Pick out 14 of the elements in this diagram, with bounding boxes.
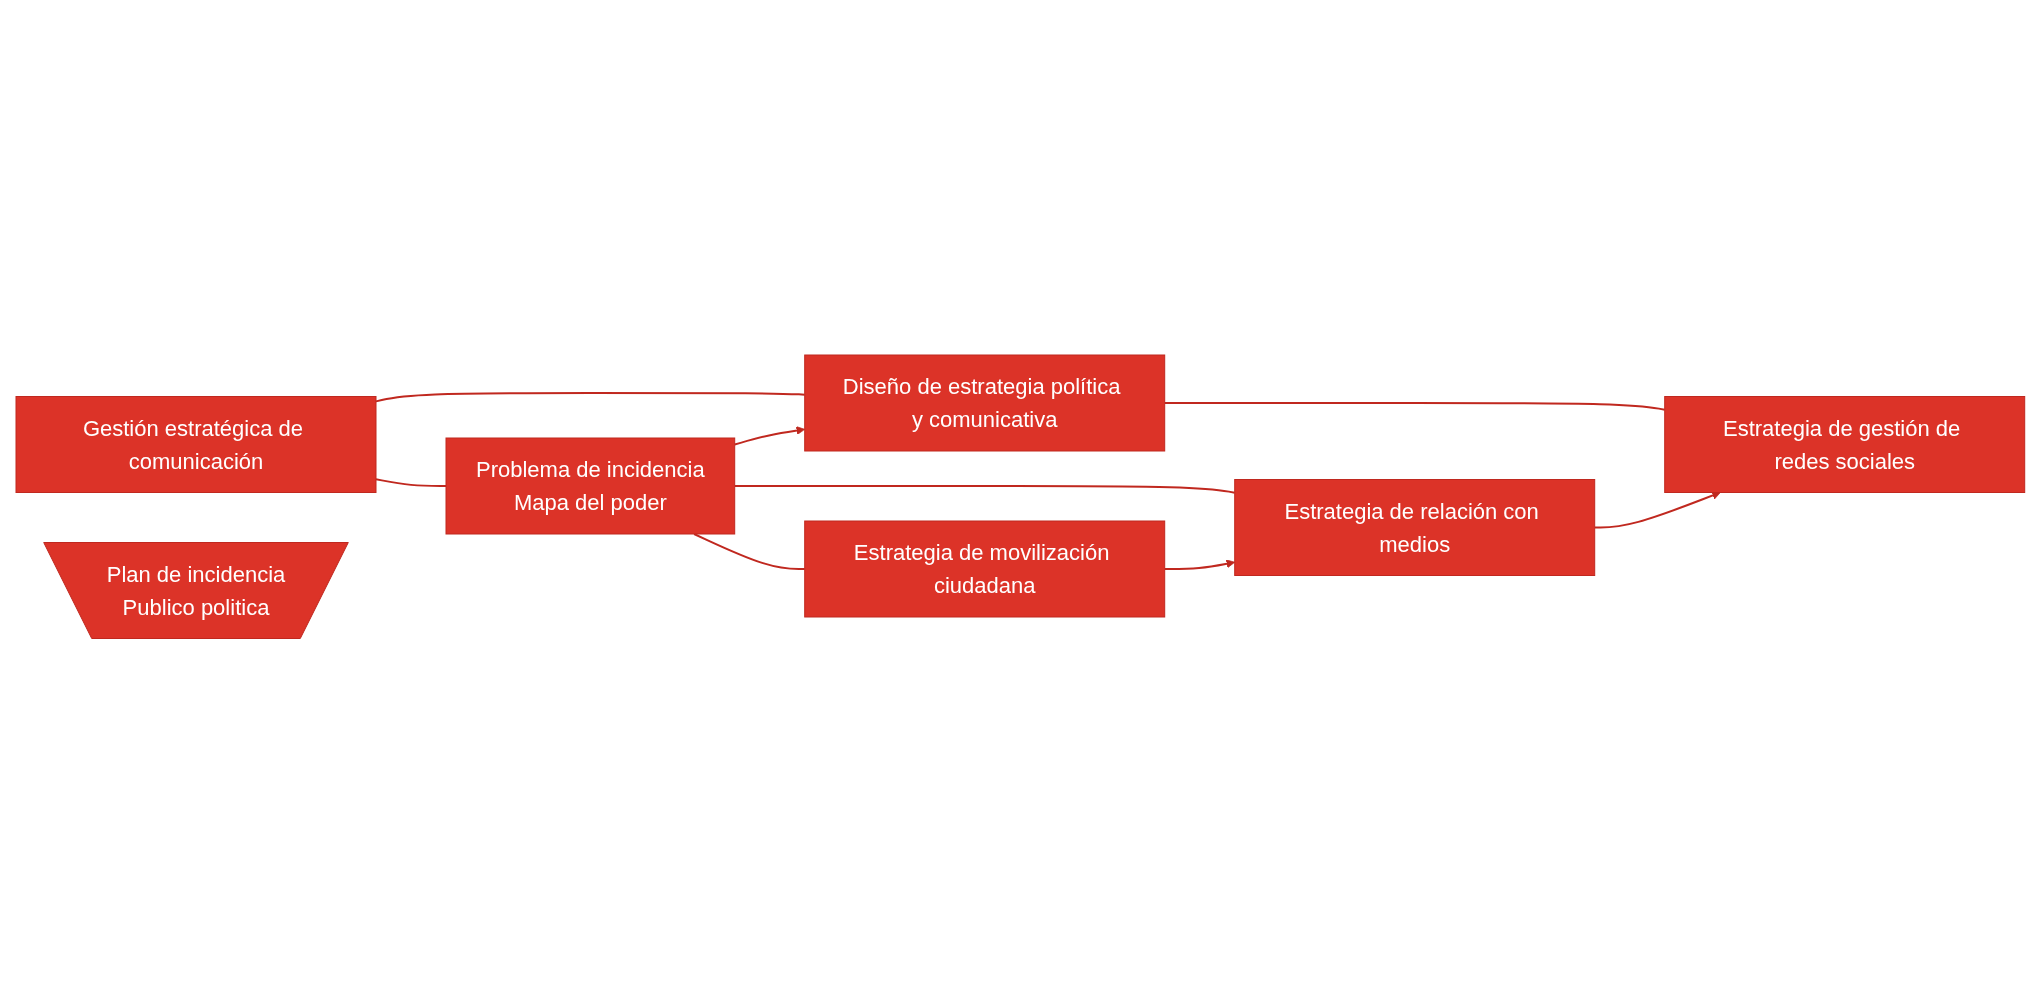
node-box: Gestión estratégica de comunicación xyxy=(15,396,377,494)
connector xyxy=(1163,402,1666,411)
connector xyxy=(375,392,806,403)
node-box: Estrategia de relación con medios xyxy=(1234,479,1596,577)
connector xyxy=(693,533,806,571)
node-box: Estrategia de gestión de redes sociales xyxy=(1664,396,2026,494)
node-box: Diseño de estrategia política y comunicativa xyxy=(804,354,1166,452)
arrow xyxy=(1163,559,1236,571)
arrow xyxy=(1593,491,1721,529)
node-box: Estrategia de movilización ciudadana xyxy=(804,520,1166,618)
node-box: Problema de incidencia Mapa del poder xyxy=(445,437,736,535)
connector xyxy=(375,478,448,488)
connector xyxy=(733,485,1236,494)
arrow xyxy=(733,426,806,446)
